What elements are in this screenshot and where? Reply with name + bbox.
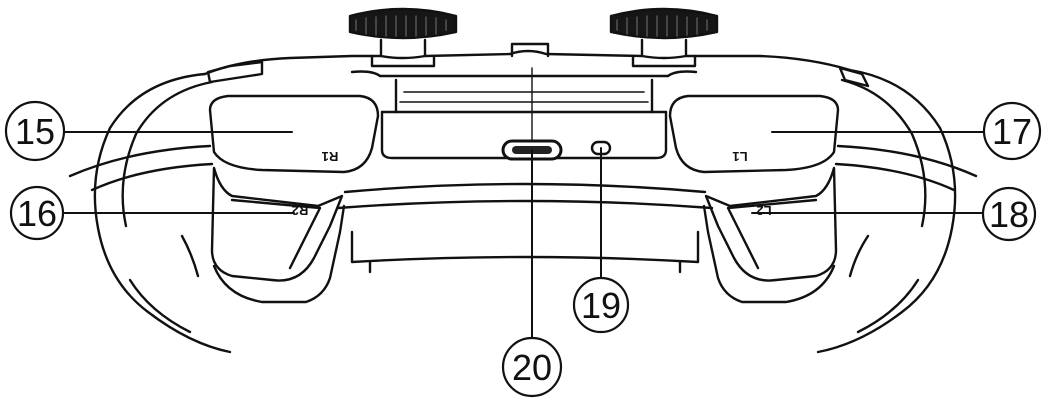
callouts xyxy=(4,100,1042,398)
callout-label-18: 18 xyxy=(989,194,1029,235)
l2-label: L2 xyxy=(756,203,771,218)
top-face xyxy=(203,42,870,88)
controller-shell xyxy=(68,68,978,354)
callout-circle-18 xyxy=(981,186,1037,242)
r1-button xyxy=(208,94,380,174)
l2-trigger xyxy=(702,166,838,304)
callout-circle-19 xyxy=(572,276,630,334)
callout-label-16: 16 xyxy=(17,193,57,234)
l1-button xyxy=(668,94,840,174)
r2-label: R2 xyxy=(292,203,309,218)
callout-label-20: 20 xyxy=(512,347,552,388)
callout-circle-16 xyxy=(9,185,65,241)
callout-circle-15 xyxy=(4,100,66,162)
r1-label: R1 xyxy=(322,149,339,164)
callout-label-15: 15 xyxy=(15,111,55,152)
r2-trigger xyxy=(210,166,346,304)
callout-label-17: 17 xyxy=(992,111,1032,152)
center-body xyxy=(336,70,714,274)
left-thumbstick xyxy=(348,7,458,68)
callout-circle-20 xyxy=(501,336,563,398)
leader-lines xyxy=(61,67,987,343)
right-thumbstick xyxy=(609,7,719,68)
l1-label: L1 xyxy=(732,149,747,164)
callout-label-19: 19 xyxy=(581,285,621,326)
callout-circle-17 xyxy=(982,101,1042,161)
